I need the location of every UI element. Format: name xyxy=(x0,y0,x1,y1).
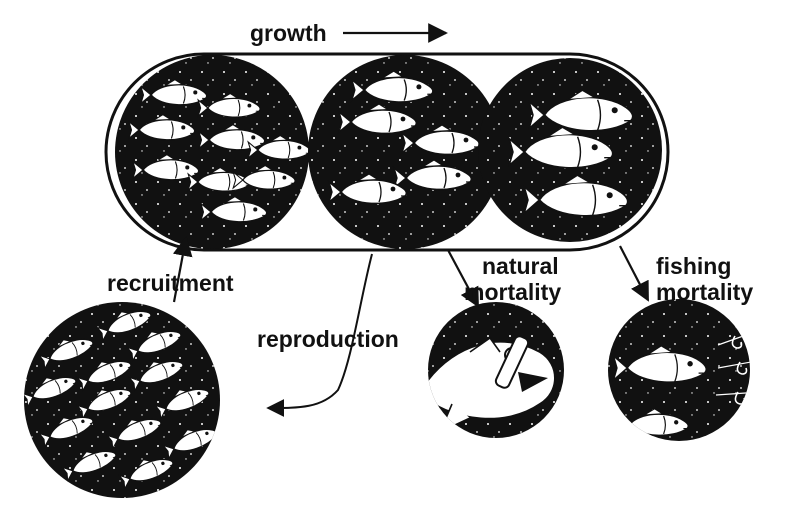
natural-mortality-line2: mortality xyxy=(464,279,561,305)
cohort-old-circle xyxy=(478,58,662,242)
natural-mortality-line1: natural xyxy=(464,253,561,279)
natural-mortality-circle xyxy=(428,302,564,438)
fishing-mortality-arrow xyxy=(620,246,648,300)
fishing-mortality-label: fishing mortality xyxy=(656,253,753,305)
cohort-young-circle xyxy=(115,55,310,249)
reproduction-label: reproduction xyxy=(257,326,399,352)
recruits-circle xyxy=(20,302,220,498)
recruitment-label: recruitment xyxy=(107,270,234,296)
fishing-mortality-line2: mortality xyxy=(656,279,753,305)
fishing-mortality-circle xyxy=(608,299,762,441)
growth-label: growth xyxy=(250,20,327,46)
fishing-mortality-line1: fishing xyxy=(656,253,753,279)
natural-mortality-label: natural mortality xyxy=(464,253,561,305)
cohort-middle-circle xyxy=(308,55,502,249)
